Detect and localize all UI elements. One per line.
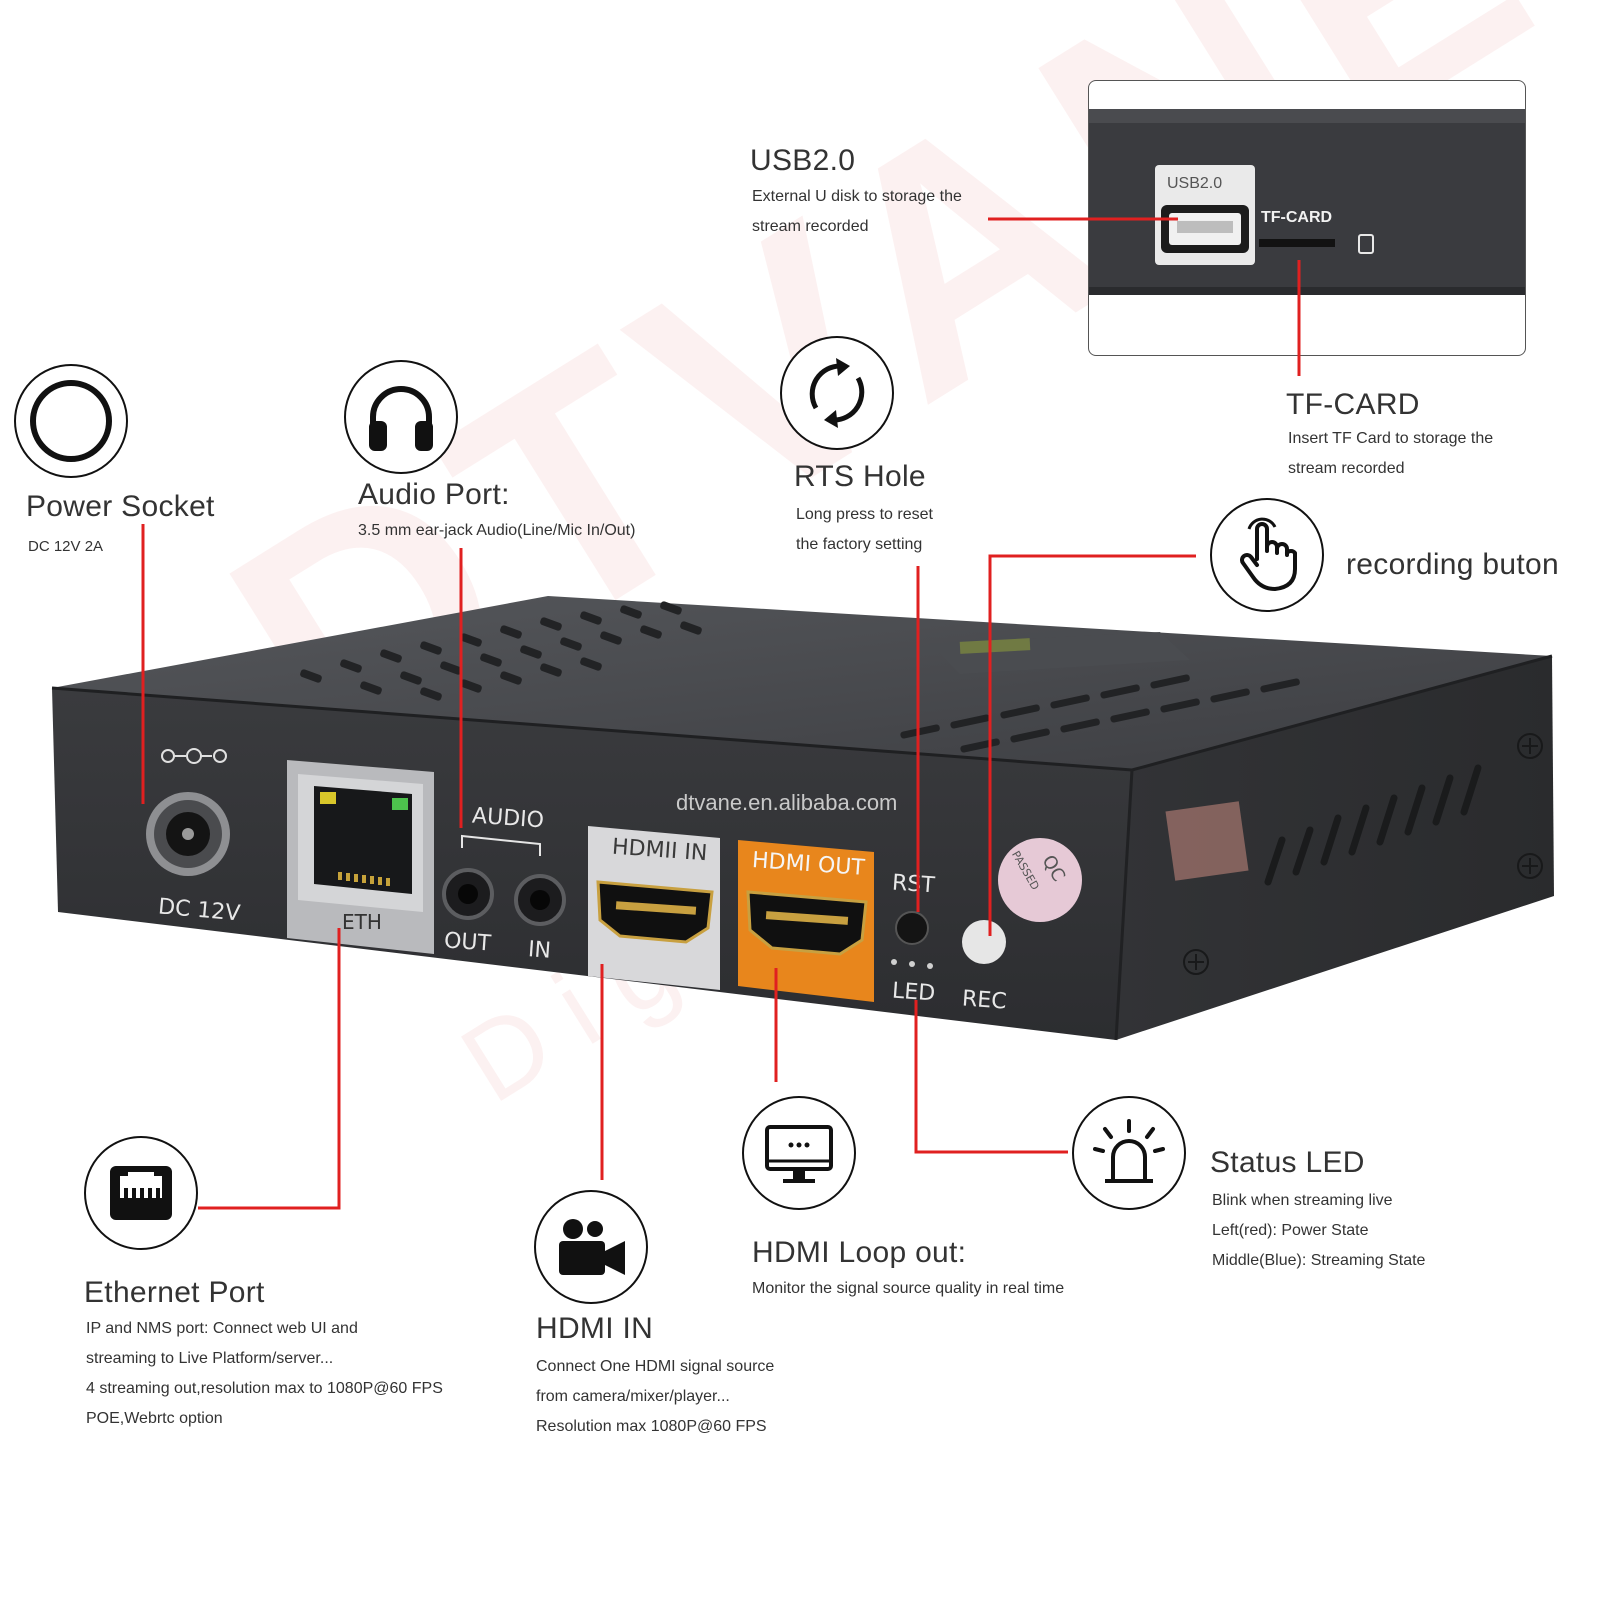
inset-tf-label: TF-CARD xyxy=(1261,209,1333,226)
beacon-light-icon xyxy=(1072,1096,1186,1210)
usb-title: USB2.0 xyxy=(750,144,856,177)
audio-jacks xyxy=(442,834,566,926)
leader-ethernet xyxy=(198,928,341,1210)
ethernet-desc-1: IP and NMS port: Connect web UI and xyxy=(86,1320,358,1337)
led-desc-3: Middle(Blue): Streaming State xyxy=(1212,1252,1426,1269)
power-title: Power Socket xyxy=(26,490,215,523)
headphones-icon xyxy=(344,360,458,474)
hdmi-out-desc: Monitor the signal source quality in rea… xyxy=(752,1280,1065,1297)
led-title: Status LED xyxy=(1210,1146,1365,1179)
pointing-hand-icon xyxy=(1210,498,1324,612)
audio-desc: 3.5 mm ear-jack Audio(Line/Mic In/Out) xyxy=(358,522,636,539)
hdmi-out-title: HDMI Loop out: xyxy=(752,1236,967,1269)
hdmi-out-port xyxy=(738,840,874,1002)
tf-desc-2: stream recorded xyxy=(1288,460,1405,477)
rts-desc-2: the factory setting xyxy=(796,536,923,553)
inset-closeup xyxy=(1089,109,1525,295)
rec-title: recording buton xyxy=(1346,548,1559,581)
video-camera-icon xyxy=(534,1190,648,1304)
led-desc-2: Left(red): Power State xyxy=(1212,1222,1369,1239)
ethernet-desc-2: streaming to Live Platform/server... xyxy=(86,1350,334,1367)
eth-port xyxy=(287,760,434,954)
led-desc-1: Blink when streaming live xyxy=(1212,1192,1393,1209)
label-eth: ETH xyxy=(342,910,382,934)
dc-jack xyxy=(146,748,230,876)
rts-title: RTS Hole xyxy=(794,460,926,493)
hdmi-in-title: HDMI IN xyxy=(536,1312,654,1345)
power-desc: DC 12V 2A xyxy=(28,538,104,555)
ethernet-title: Ethernet Port xyxy=(84,1276,265,1309)
tf-title: TF-CARD xyxy=(1286,388,1420,421)
monitor-icon xyxy=(742,1096,856,1210)
hdmi-in-port xyxy=(588,826,720,990)
device-top-surface xyxy=(52,596,1552,770)
usb-desc-1: External U disk to storage the xyxy=(752,188,962,205)
rst-led-rec xyxy=(891,911,1006,969)
leader-rec xyxy=(988,554,1196,936)
device-side-panel xyxy=(1116,656,1554,1040)
tf-desc-1: Insert TF Card to storage the xyxy=(1288,430,1494,447)
hdmi-in-desc-1: Connect One HDMI signal source xyxy=(536,1358,775,1375)
ethernet-desc-3: 4 streaming out,resolution max to 1080P@… xyxy=(86,1380,443,1397)
usb-desc-2: stream recorded xyxy=(752,218,869,235)
refresh-icon xyxy=(780,336,894,450)
watermark-site: dtvane.en.alibaba.com xyxy=(676,790,898,815)
hdmi-in-desc-2: from camera/mixer/player... xyxy=(536,1388,730,1405)
ethernet-desc-4: POE,Webrtc option xyxy=(86,1410,223,1427)
hdmi-in-desc-3: Resolution max 1080P@60 FPS xyxy=(536,1418,767,1435)
inset-usb-label: USB2.0 xyxy=(1167,175,1223,192)
circle-icon xyxy=(14,364,128,478)
rts-desc-1: Long press to reset xyxy=(796,506,933,523)
usb-tf-inset: USB2.0 TF-CARD xyxy=(1088,80,1526,356)
ethernet-port-icon xyxy=(84,1136,198,1250)
audio-title: Audio Port: xyxy=(358,478,510,511)
leader-led xyxy=(914,1000,1068,1154)
